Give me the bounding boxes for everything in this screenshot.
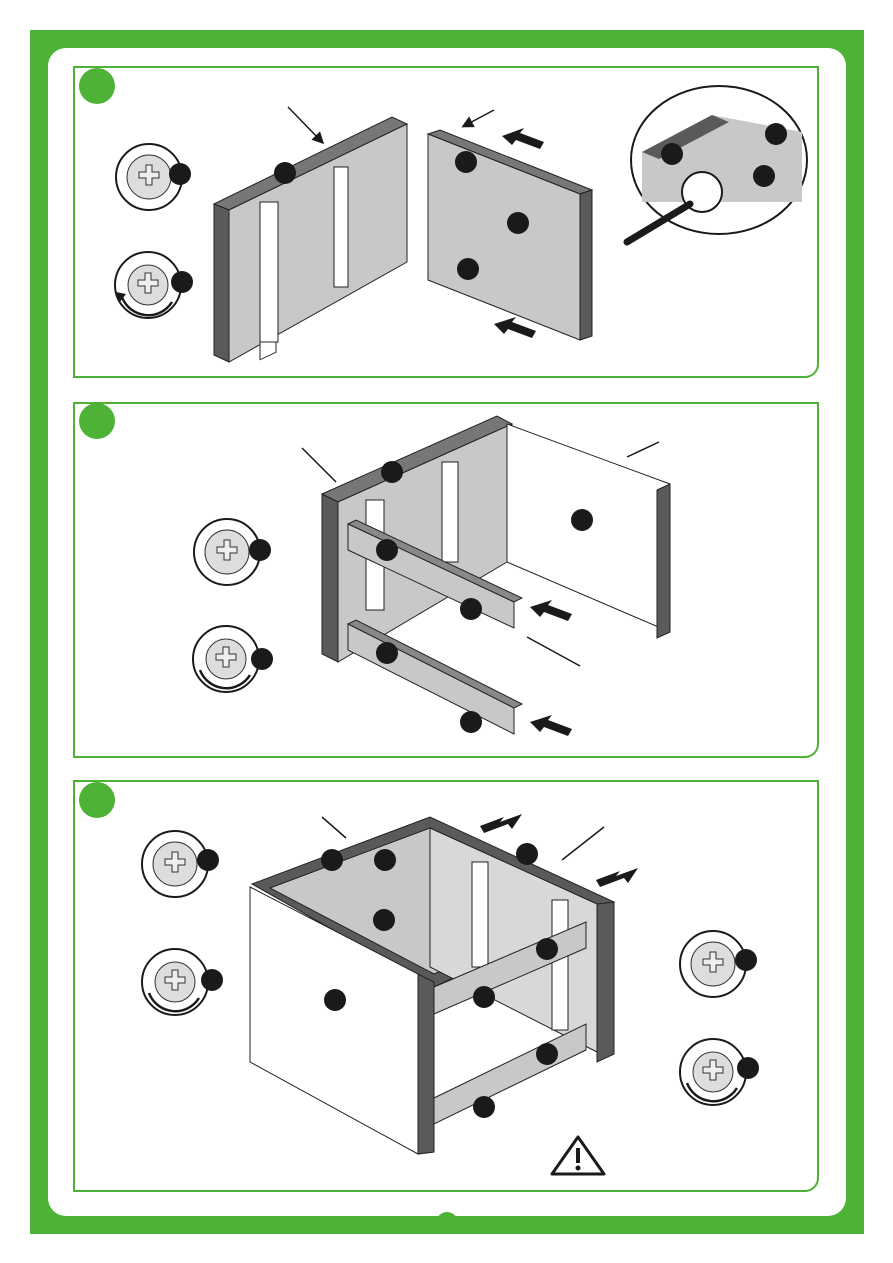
step-3-badge (79, 782, 115, 818)
arrow-icon (480, 814, 522, 833)
step-2-badge (79, 403, 115, 439)
back-panel (428, 130, 592, 340)
step-2-panel (73, 402, 819, 758)
step-1-panel (73, 66, 819, 378)
arrow-icon (530, 715, 572, 736)
screw-head-icon (142, 831, 219, 897)
warning-icon (552, 1137, 604, 1174)
carcass-assembly (250, 817, 614, 1154)
zoom-detail (627, 86, 807, 242)
page-number (436, 1212, 458, 1234)
rotate-screw-icon (680, 1039, 759, 1105)
rotate-screw-icon (115, 252, 193, 318)
rotate-screw-icon (193, 626, 273, 692)
screw-head-icon (680, 931, 757, 997)
side-panel-with-runners (214, 117, 407, 362)
front-rail-lower (348, 620, 522, 734)
step-3-panel (73, 780, 819, 1192)
arrow-icon (502, 128, 544, 149)
rotate-screw-icon (142, 949, 223, 1015)
screw-head-icon (116, 144, 191, 210)
arrow-icon (530, 600, 572, 621)
arrow-icon (596, 868, 638, 887)
screw-head-icon (194, 519, 271, 585)
step-1-badge (79, 68, 115, 104)
